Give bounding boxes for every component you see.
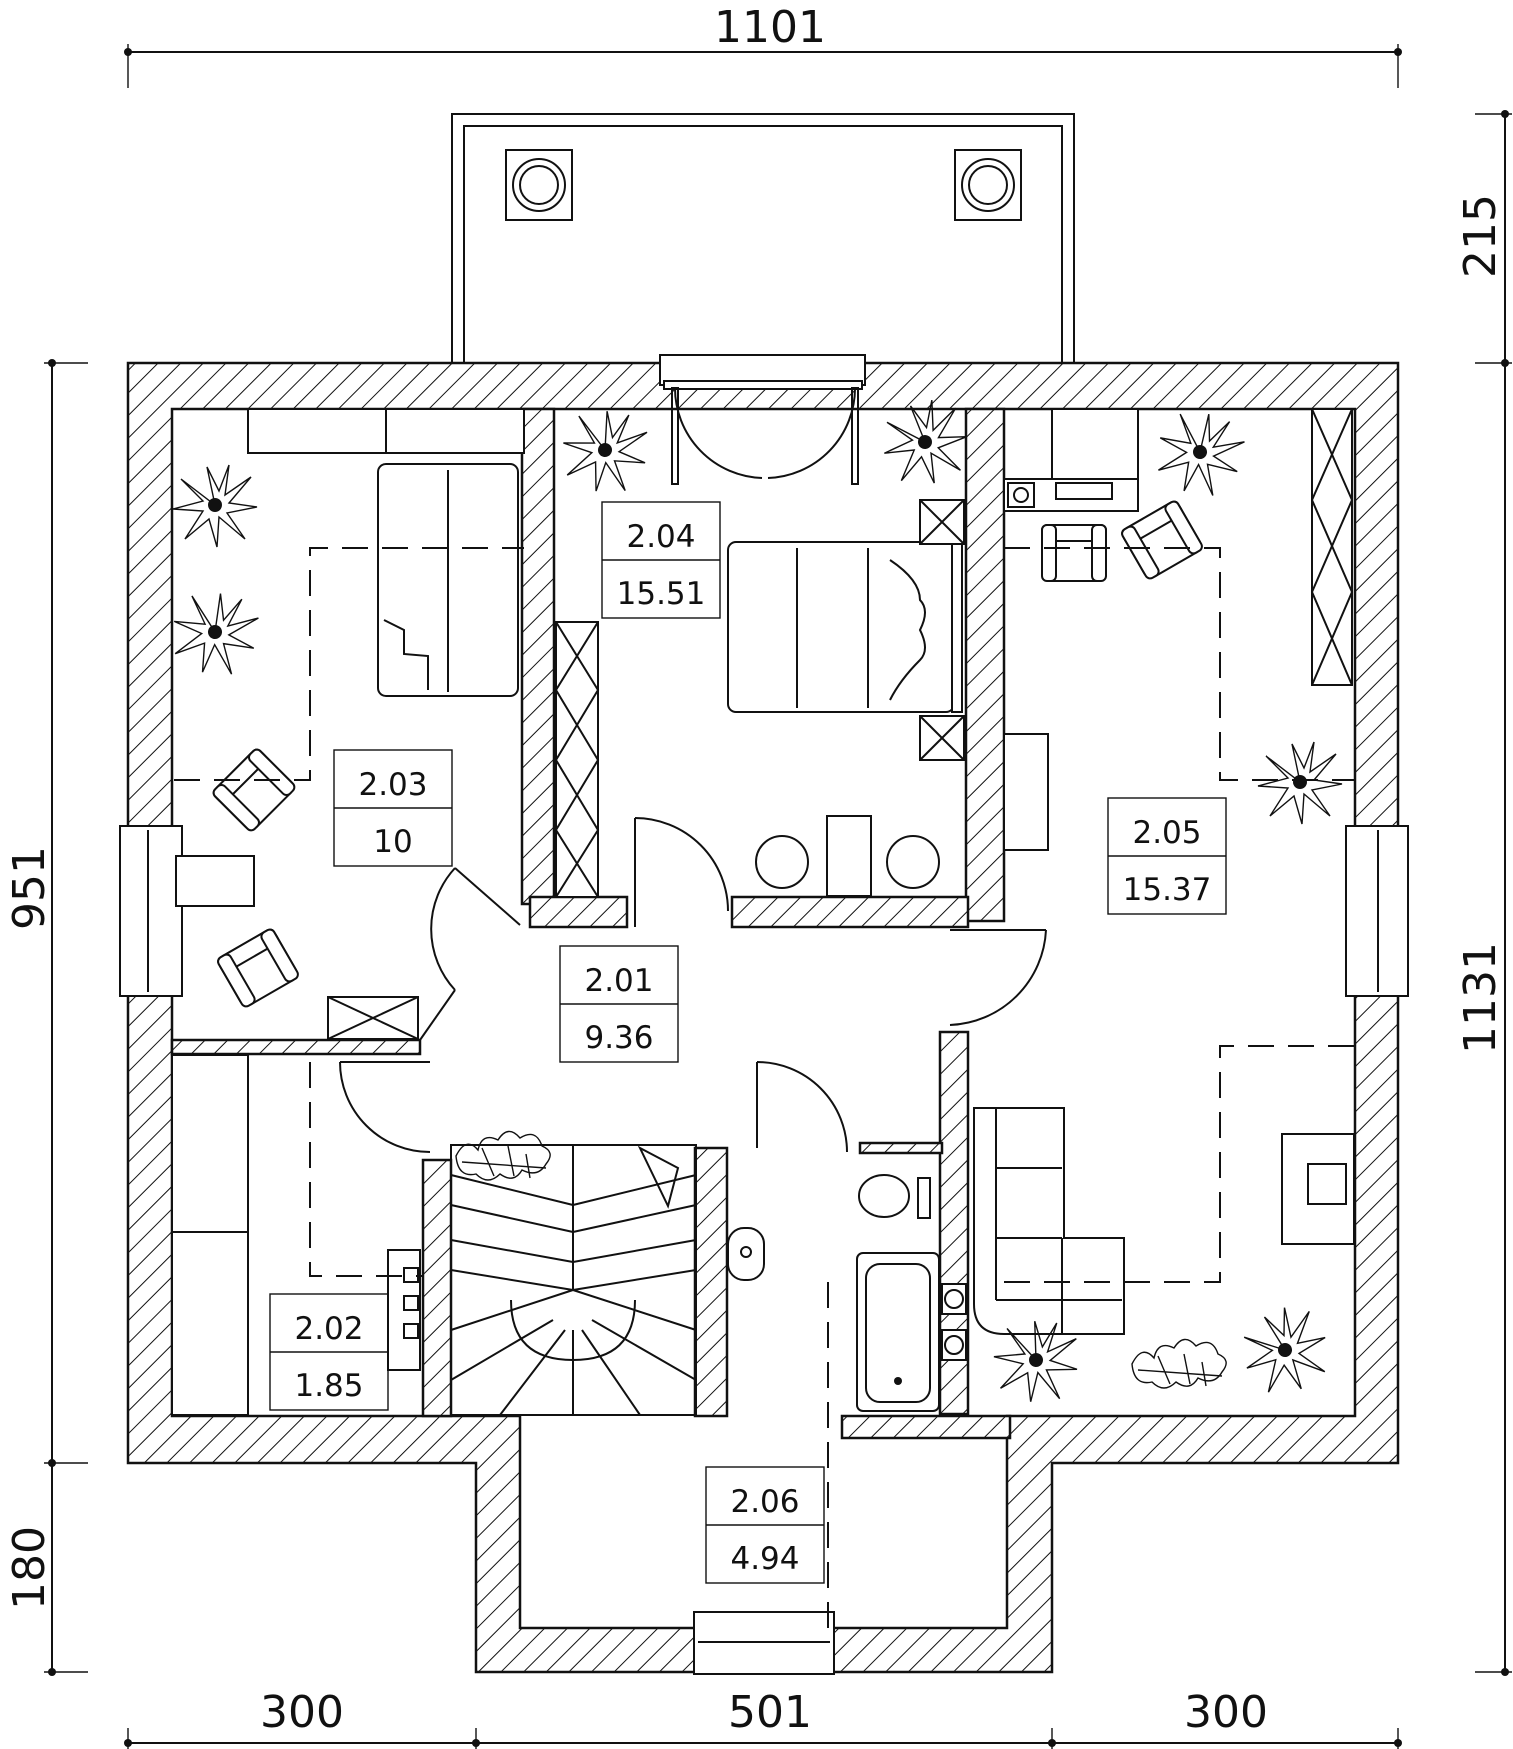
dimension-label-bottom-right: 300 [1184,1687,1268,1738]
dimension-left: 951 180 [4,359,88,1676]
room-area: 15.51 [617,576,706,612]
room-label-2-02: 2.02 1.85 [269,1293,389,1411]
dimension-top: 1101 [124,2,1402,88]
dimension-label-top: 1101 [714,2,826,53]
room-number: 2.03 [358,767,427,803]
room-area: 15.37 [1123,872,1212,908]
outer-walls [126,361,1400,1674]
room-area: 9.36 [584,1020,653,1056]
room-label-2-01: 2.01 9.36 [559,945,679,1063]
dimension-label-bottom-left: 300 [260,1687,344,1738]
room-label-2-05: 2.05 15.37 [1107,797,1227,915]
room-label-2-04: 2.04 15.51 [601,501,721,619]
room-label-2-06: 2.06 4.94 [705,1466,825,1584]
room-number: 2.04 [626,519,695,555]
room-label-2-03: 2.03 10 [333,749,453,867]
room-area: 10 [373,824,412,860]
room-number: 2.05 [1132,815,1201,851]
room-area: 1.85 [294,1368,363,1404]
balcony [451,113,1075,365]
dimension-label-right-top: 215 [1455,194,1506,278]
room-area: 4.94 [730,1541,799,1577]
furniture [160,394,1355,1416]
room-number: 2.02 [294,1311,363,1347]
room-number: 2.06 [730,1484,799,1520]
dimension-label-left-bottom: 180 [4,1526,55,1610]
windows [119,354,1409,1675]
interior-walls [170,407,1012,1440]
dimension-label-bottom-middle: 501 [728,1687,812,1738]
dimension-label-right: 1131 [1455,942,1506,1054]
dimension-label-left: 951 [4,846,55,930]
doors [339,387,1047,1153]
dimension-right: 215 1131 [1455,110,1512,1676]
circulation-lines [174,547,1354,1630]
dimension-bottom: 300 501 300 [124,1687,1402,1749]
room-number: 2.01 [584,963,653,999]
